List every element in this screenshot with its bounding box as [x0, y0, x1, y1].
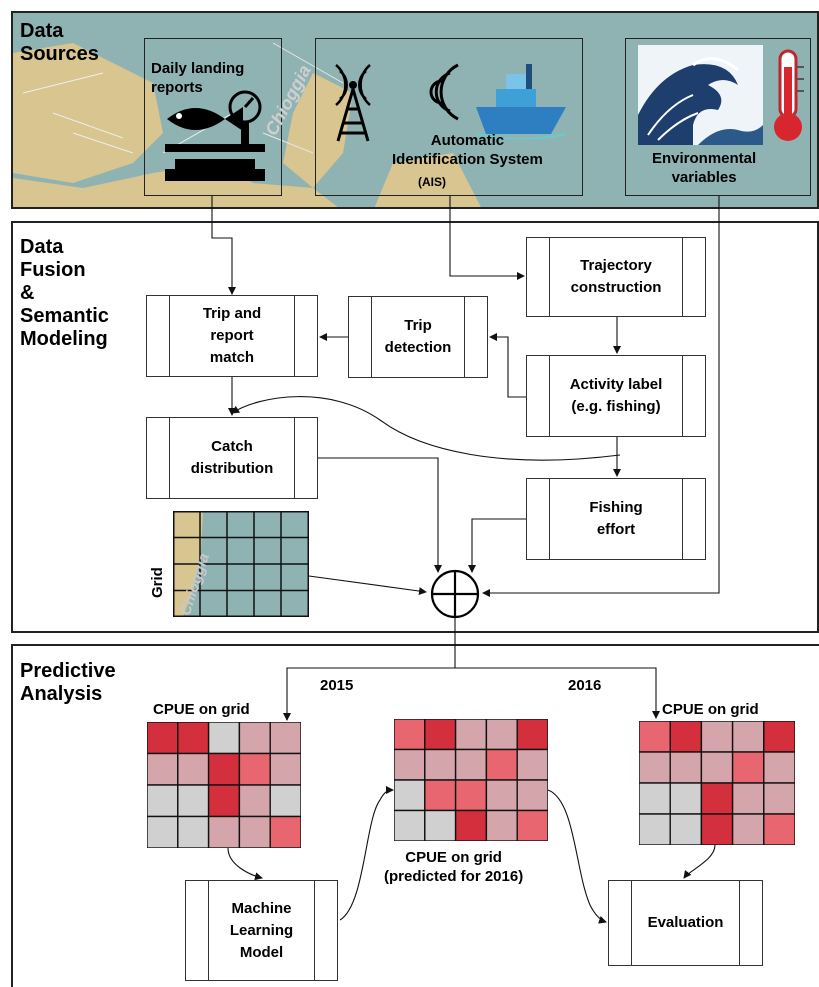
heatmap-cell — [394, 809, 426, 841]
cpue-right-label: CPUE on grid — [662, 701, 759, 718]
heatmap-2015 — [147, 722, 301, 848]
cpue-left-label: CPUE on grid — [153, 701, 250, 718]
data-fusion-section — [11, 221, 819, 633]
arrow-predicted-to-eval — [547, 789, 607, 924]
heatmap-cell — [177, 815, 210, 848]
heatmap-cell — [639, 751, 671, 784]
environmental-label: Environmental variables — [652, 150, 757, 186]
heatmap-cell — [207, 815, 241, 848]
arrow-ml-to-predicted — [339, 786, 394, 921]
predictive-analysis-section — [11, 644, 819, 987]
heatmap-cell — [394, 779, 426, 812]
wave-icon — [638, 45, 763, 145]
arrow-landing-to-match — [211, 196, 236, 295]
ais-abbr-label: (AIS) — [418, 175, 446, 189]
arrow-env-to-plus — [482, 196, 720, 597]
heatmap-cell — [238, 815, 271, 848]
heatmap-cell — [669, 782, 703, 815]
trip-report-match-box: Trip and report match — [146, 295, 318, 377]
arrow-2016-to-eval — [683, 844, 716, 879]
arrow-2015-to-ml — [227, 847, 263, 881]
environmental-box: Environmental variables — [625, 38, 811, 196]
ais-title-label: Automatic Identification System — [392, 132, 543, 168]
heatmap-cell — [269, 815, 301, 848]
landing-reports-box: Daily landing reports — [144, 38, 282, 196]
data-fusion-title: Data Fusion & Semantic Modeling — [20, 236, 109, 350]
heatmap-cell — [424, 779, 457, 812]
heatmap-cell — [485, 779, 518, 812]
predictive-analysis-title: Predictive Analysis — [20, 660, 116, 705]
fish-on-scale-icon — [165, 90, 265, 181]
arrow-plus-to-2016 — [455, 667, 660, 719]
heatmap-cell — [639, 782, 671, 815]
data-sources-title: Data Sources — [20, 20, 99, 65]
signal-waves-icon — [429, 63, 459, 121]
evaluation-box: Evaluation — [608, 880, 763, 966]
heatmap-cell — [763, 751, 795, 784]
heatmap-cell — [669, 813, 703, 845]
heatmap-cell — [177, 752, 210, 786]
heatmap-cell — [516, 809, 548, 841]
heatmap-cell — [669, 751, 703, 784]
heatmap-predicted-2016 — [394, 719, 548, 841]
cpue-mid-label: CPUE on grid (predicted for 2016) — [384, 849, 524, 885]
heatmap-cell — [763, 782, 795, 815]
fishing-effort-box: Fishing effort — [526, 478, 706, 560]
heatmap-cell — [763, 721, 795, 753]
landing-reports-label: Daily landing reports — [151, 60, 245, 96]
spatial-grid — [173, 511, 309, 617]
heatmap-2016 — [639, 721, 795, 845]
ais-box: Automatic Identification System (AIS) — [315, 38, 583, 196]
heatmap-cell — [177, 722, 210, 755]
arrow-effort-to-plus — [468, 518, 526, 573]
curve-activity-to-catch — [231, 396, 621, 461]
year-2016-label: 2016 — [568, 677, 602, 694]
ship-icon — [475, 64, 567, 139]
catch-distribution-box: Catch distribution — [146, 417, 318, 499]
activity-label-box: Activity label (e.g. fishing) — [526, 355, 706, 437]
heatmap-cell — [516, 779, 548, 812]
heatmap-cell — [731, 813, 765, 845]
heatmap-cell — [147, 815, 179, 848]
heatmap-cell — [269, 752, 301, 786]
arrow-activity-to-trip — [489, 333, 526, 398]
machine-learning-model-box: Machine Learning Model — [185, 880, 338, 981]
trajectory-construction-box: Trajectory construction — [526, 237, 706, 317]
arrow-ais-to-trajectory — [449, 196, 525, 280]
arrow-grid-to-plus — [308, 575, 427, 596]
trip-detection-box: Trip detection — [348, 296, 488, 378]
heatmap-cell — [639, 813, 671, 845]
arrow-plus-to-2015 — [283, 617, 456, 721]
thermometer-icon — [774, 49, 804, 141]
heatmap-cell — [238, 784, 271, 818]
circled-plus-icon — [430, 569, 480, 619]
heatmap-cell — [700, 813, 734, 845]
year-2015-label: 2015 — [320, 677, 354, 694]
heatmap-cell — [269, 784, 301, 818]
arrow-catch-to-plus — [318, 457, 442, 573]
heatmap-cell — [516, 719, 548, 751]
radio-tower-icon — [335, 64, 371, 142]
heatmap-cell — [763, 813, 795, 845]
